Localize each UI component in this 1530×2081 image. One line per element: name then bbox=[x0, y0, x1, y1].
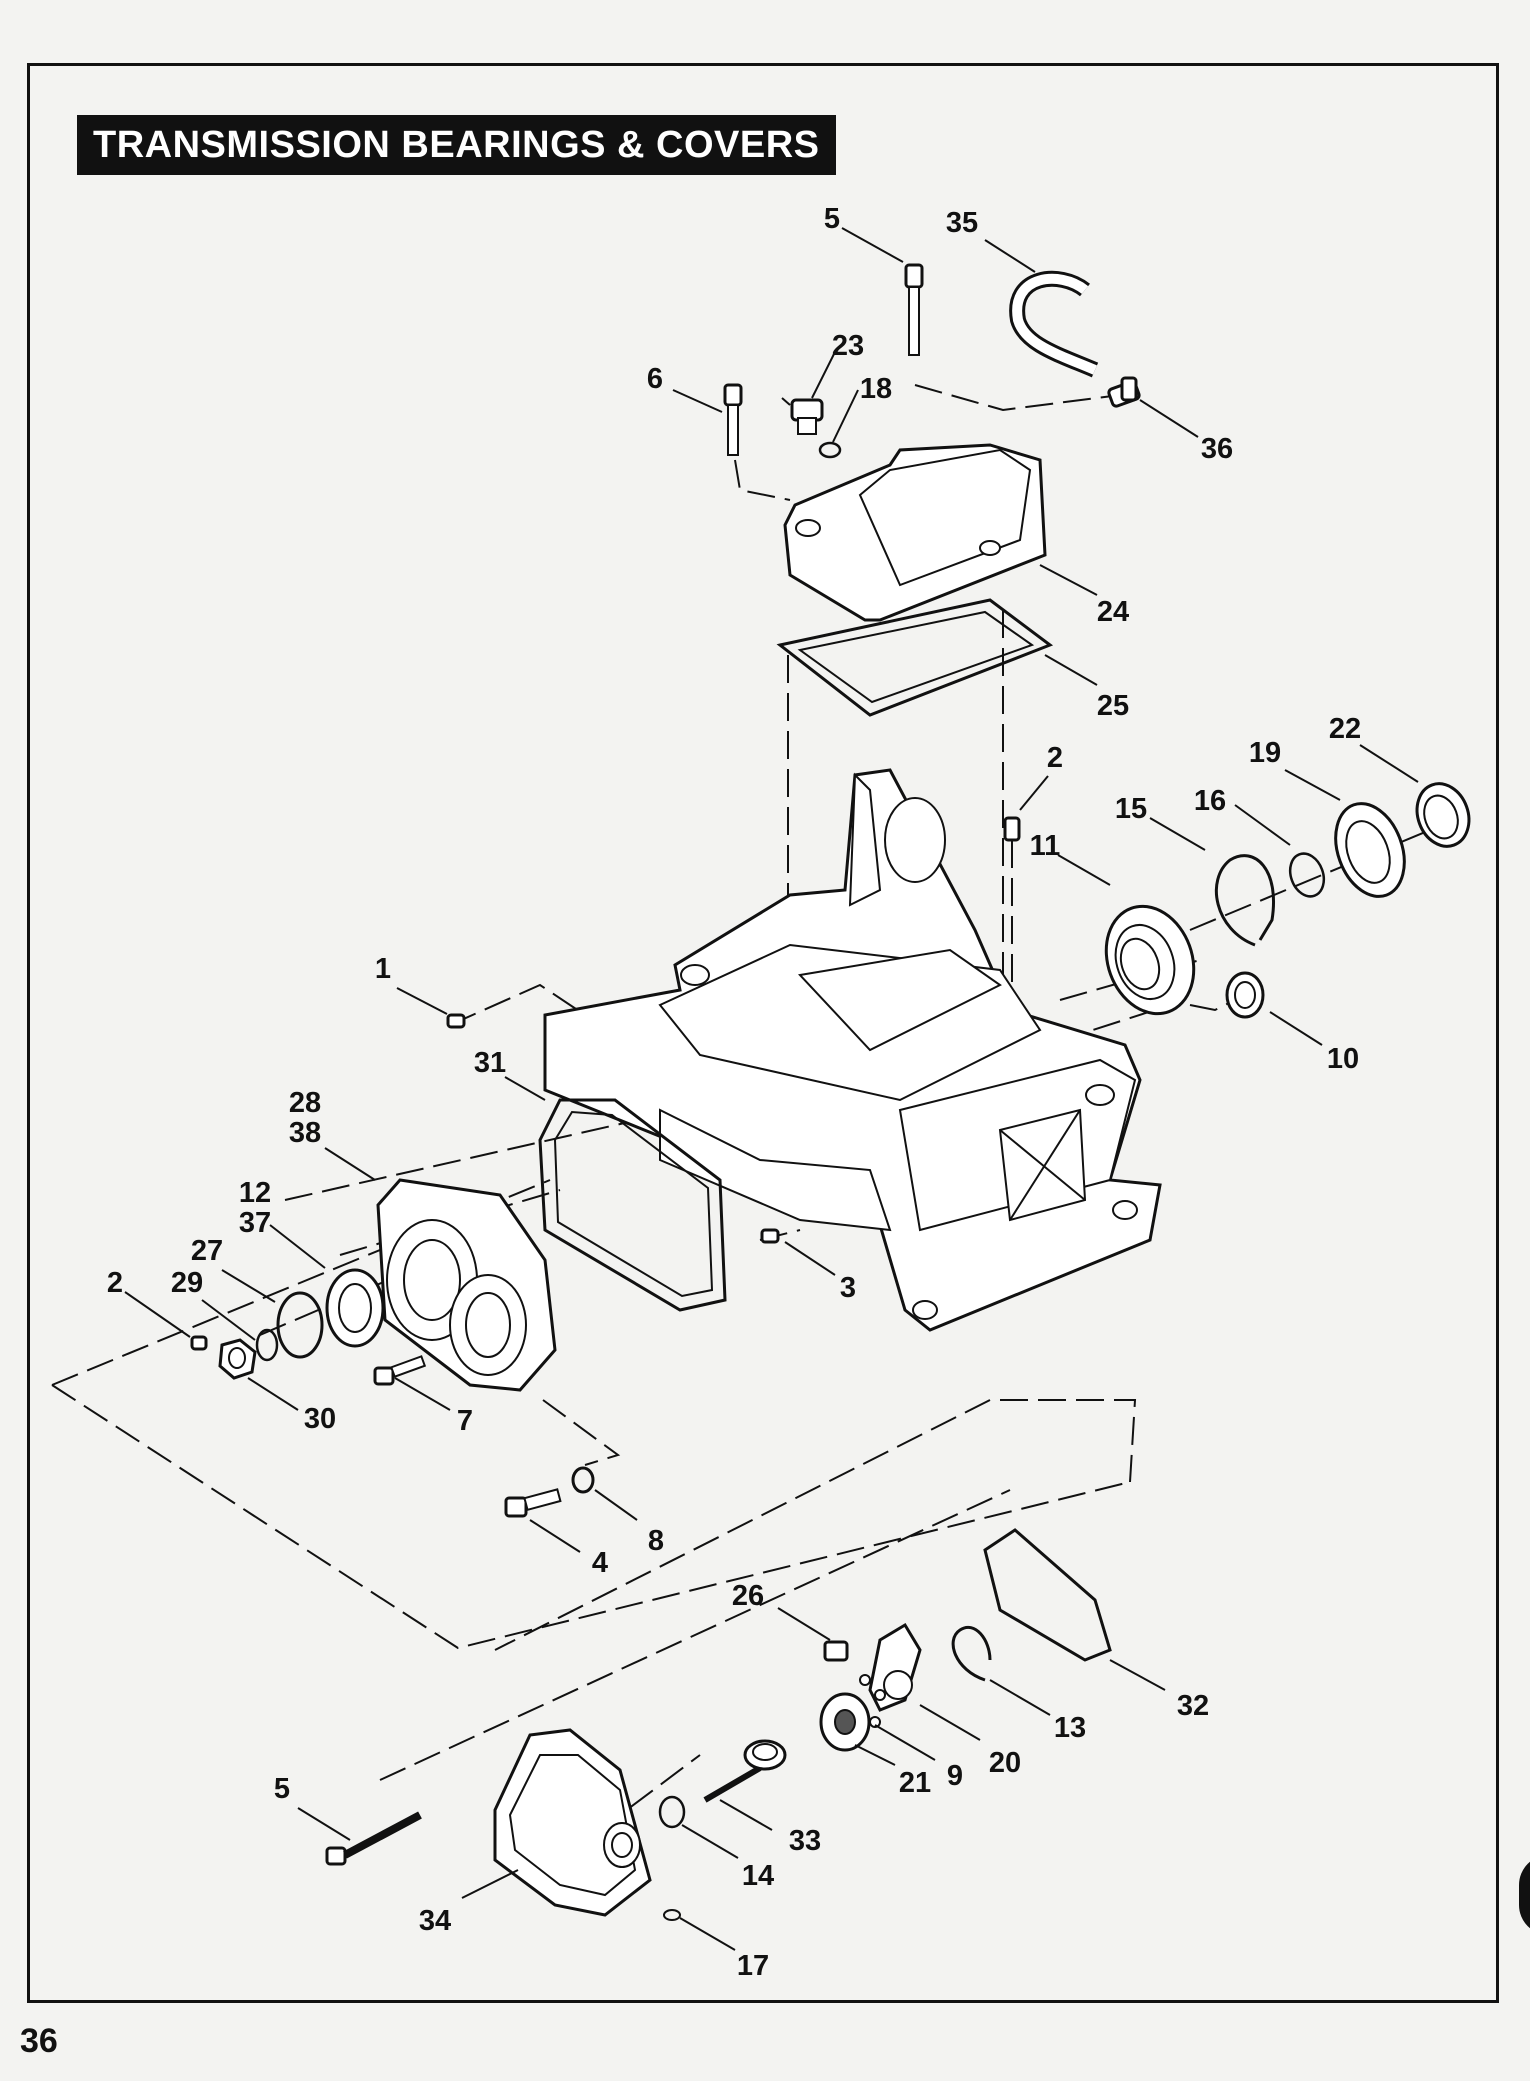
callout-16: 16 bbox=[1194, 785, 1226, 817]
callout-22: 22 bbox=[1329, 713, 1361, 745]
callout-34: 34 bbox=[419, 1905, 451, 1937]
callout-33: 33 bbox=[789, 1825, 821, 1857]
callout-3: 3 bbox=[840, 1272, 856, 1304]
spacer-22 bbox=[1415, 782, 1471, 848]
washer-8 bbox=[571, 1466, 595, 1494]
ramp-21 bbox=[819, 1692, 871, 1752]
o-ring-14 bbox=[658, 1795, 686, 1829]
callout-31: 31 bbox=[474, 1047, 506, 1079]
callout-2-lower: 2 bbox=[107, 1267, 123, 1299]
callout-6: 6 bbox=[647, 363, 663, 395]
callout-17: 17 bbox=[737, 1950, 769, 1982]
callout-36: 36 bbox=[1201, 433, 1233, 465]
callout-26: 26 bbox=[732, 1580, 764, 1612]
callout-37: 37 bbox=[239, 1207, 271, 1239]
callout-28: 28 bbox=[289, 1087, 321, 1119]
bolt-7 bbox=[373, 1355, 427, 1386]
main-bearing-11 bbox=[1104, 904, 1196, 1016]
dowel-pin-1 bbox=[446, 1013, 466, 1029]
callout-2-upper: 2 bbox=[1047, 742, 1063, 774]
clutch-lever-20 bbox=[868, 1622, 922, 1712]
callout-labels: 5 35 6 23 18 36 24 25 2 22 19 16 15 11 1… bbox=[107, 203, 1361, 1982]
callout-8: 8 bbox=[648, 1525, 664, 1557]
neutral-switch-23 bbox=[781, 397, 824, 435]
elbow-fitting-36 bbox=[1107, 376, 1141, 408]
callout-13: 13 bbox=[1054, 1712, 1086, 1744]
callout-30: 30 bbox=[304, 1403, 336, 1435]
vent-hose-35-inner bbox=[1012, 273, 1097, 375]
callout-11: 11 bbox=[1030, 830, 1061, 862]
callout-19: 19 bbox=[1249, 737, 1281, 769]
dowel-pin-2-lower bbox=[190, 1335, 208, 1351]
page-number: 36 bbox=[20, 2022, 58, 2060]
callout-5-top: 5 bbox=[824, 203, 840, 235]
callout-29: 29 bbox=[171, 1267, 203, 1299]
page-title: TRANSMISSION BEARINGS & COVERS bbox=[77, 115, 836, 175]
callout-35: 35 bbox=[946, 207, 978, 239]
top-cover-gasket-25-inner bbox=[797, 610, 1035, 704]
nut-30 bbox=[218, 1338, 257, 1380]
callout-4: 4 bbox=[592, 1547, 608, 1579]
callout-14: 14 bbox=[742, 1860, 774, 1892]
top-cover-gasket-25 bbox=[776, 598, 1054, 717]
snap-ring-13 bbox=[951, 1626, 992, 1682]
page-frame bbox=[27, 63, 1499, 2003]
snap-ring-27 bbox=[276, 1291, 324, 1359]
callout-9: 9 bbox=[947, 1760, 963, 1792]
transmission-case bbox=[543, 768, 1162, 1332]
callout-32: 32 bbox=[1177, 1690, 1209, 1722]
callout-12: 12 bbox=[239, 1177, 271, 1209]
bearing-12-37 bbox=[325, 1268, 385, 1348]
bearing-housing-gasket-31 bbox=[538, 1098, 727, 1312]
top-cover-24 bbox=[783, 443, 1047, 622]
dowel-pin-2-upper bbox=[1003, 816, 1021, 842]
callout-24: 24 bbox=[1097, 596, 1129, 628]
bearing-housing-28-38 bbox=[376, 1178, 557, 1392]
bolt-5-top bbox=[904, 263, 924, 356]
needle-bearing-10 bbox=[1225, 971, 1265, 1019]
callout-10: 10 bbox=[1327, 1043, 1359, 1075]
section-tab-marker bbox=[1519, 1855, 1530, 1935]
o-ring-17 bbox=[663, 1909, 681, 1921]
snap-ring-15 bbox=[1214, 854, 1275, 947]
callout-25: 25 bbox=[1097, 690, 1129, 722]
adjuster-screw-33 bbox=[703, 1739, 787, 1803]
callout-18: 18 bbox=[860, 373, 892, 405]
bearing-housing-gasket-31-inner bbox=[553, 1110, 714, 1298]
callout-1: 1 bbox=[375, 953, 391, 985]
dowel-pin-3 bbox=[760, 1228, 780, 1244]
callout-23: 23 bbox=[832, 330, 864, 362]
o-ring-16 bbox=[1288, 852, 1326, 898]
side-cover-gasket-32 bbox=[983, 1528, 1112, 1662]
fitting-26 bbox=[823, 1640, 849, 1662]
oil-seal-19 bbox=[1334, 802, 1406, 898]
o-ring-18 bbox=[818, 441, 842, 459]
leader-lines bbox=[124, 227, 1419, 1951]
o-ring-29 bbox=[255, 1328, 279, 1362]
bolt-6 bbox=[723, 383, 743, 456]
callout-20: 20 bbox=[989, 1747, 1021, 1779]
callout-38: 38 bbox=[289, 1117, 321, 1149]
callout-21: 21 bbox=[899, 1767, 931, 1799]
callout-27: 27 bbox=[191, 1235, 223, 1267]
bolt-5-lower bbox=[325, 1811, 422, 1866]
callout-5-lower: 5 bbox=[274, 1773, 290, 1805]
callout-7: 7 bbox=[457, 1405, 473, 1437]
callout-15: 15 bbox=[1115, 793, 1147, 825]
side-cover-34 bbox=[493, 1728, 652, 1917]
bolt-4 bbox=[504, 1488, 562, 1518]
